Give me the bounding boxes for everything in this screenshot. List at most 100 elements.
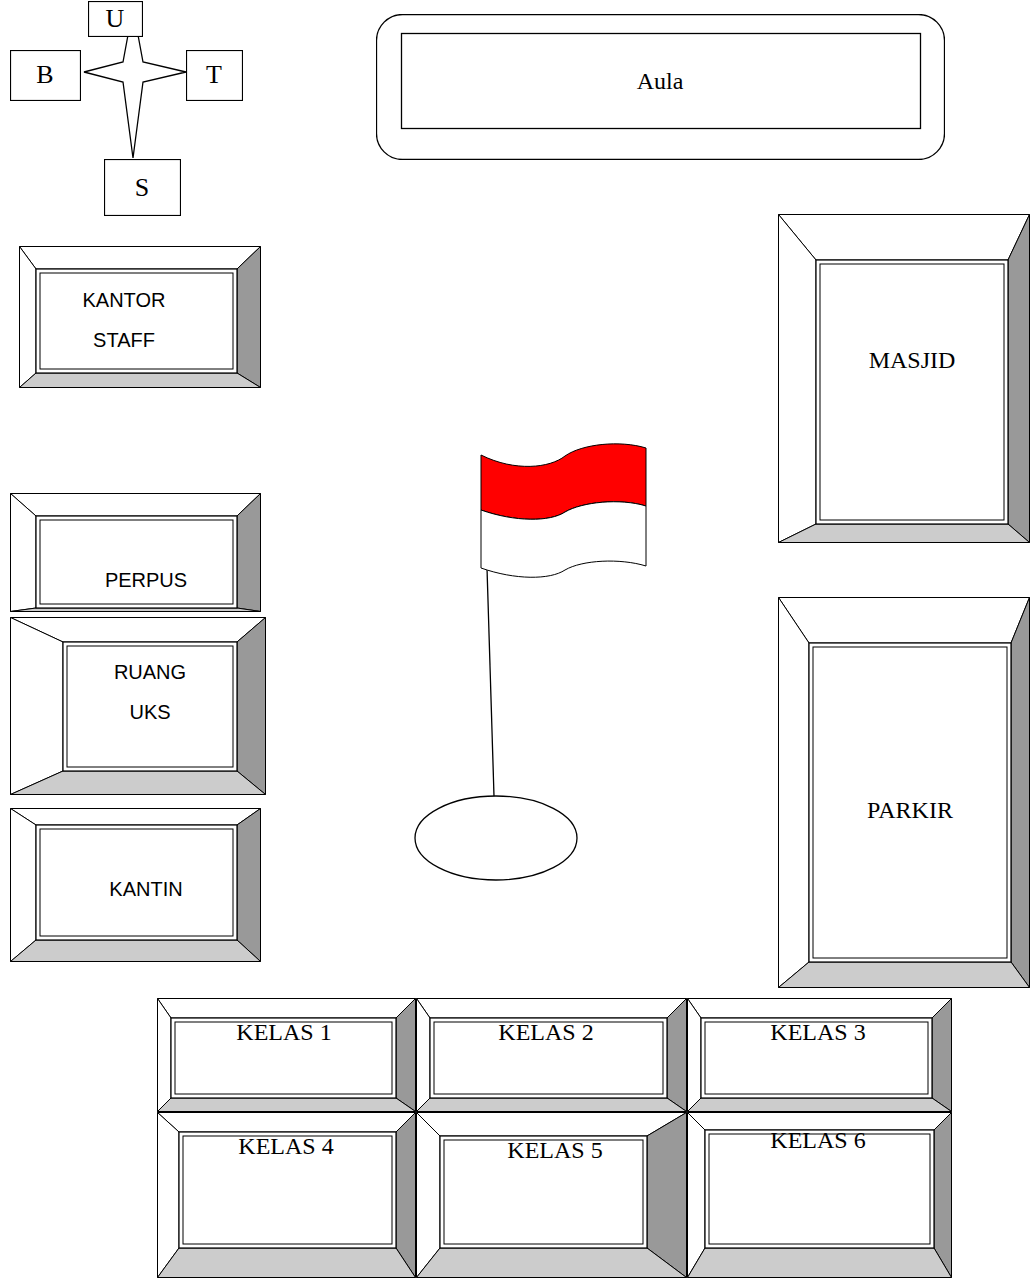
bevel-bottom [779,524,1030,543]
bevel-bottom [11,771,266,795]
node-outline [19,246,261,388]
inner-frame [67,646,233,767]
inner-frame [40,273,233,369]
bevel-top [688,999,952,1019]
bevel-bottom [417,1098,687,1112]
bevel-bottom [779,962,1030,988]
rounded-border [377,15,945,160]
bevel-face [36,269,237,373]
bevel-left [158,999,172,1112]
compass-south: S [104,159,181,216]
bevel-top [11,494,261,517]
flag-base [415,796,577,880]
parking-area: PARKIR [778,597,1030,988]
bevel-face [816,260,1008,524]
node-outline [687,998,952,1112]
place-label: KELAS 2 [431,1018,661,1047]
bevel-right [932,999,952,1112]
node-outline [778,597,1030,988]
bevel-bottom [688,1248,952,1278]
place-label: RUANG UKS [95,652,205,732]
node-outline [157,998,416,1112]
health-room: RUANG UKS [10,617,266,795]
bevel-left [11,809,37,962]
box-border [187,51,243,101]
place-label: KELAS 1 [177,1018,392,1047]
hall-building: Aula [376,14,945,160]
bevel-right [1008,215,1030,543]
bevel-face [809,643,1011,962]
bevel-right [237,618,266,795]
bevel-top [779,598,1030,644]
bevel-top [158,1113,416,1133]
bevel-right [237,494,261,612]
bevel-face [171,1018,396,1098]
bevel-bottom [688,1098,952,1112]
bevel-right [237,809,261,962]
place-label: MASJID [827,346,997,375]
classroom: KELAS 2 [416,998,687,1112]
place-label: KANTIN [56,869,236,909]
bevel-top [20,247,261,270]
bevel-top [417,999,687,1019]
bevel-right [396,999,416,1112]
bevel-bottom [11,940,261,962]
compass-west: B [10,50,81,101]
box-border [105,160,181,216]
bevel-bottom [158,1098,416,1112]
bevel-right [1011,598,1030,988]
classroom: KELAS 1 [157,998,416,1112]
bevel-face [36,825,237,940]
classroom: KELAS 5 [416,1112,687,1278]
bevel-bottom [417,1248,687,1278]
flag-pole [487,568,494,796]
bevel-left [779,215,817,543]
bevel-top [779,215,1030,261]
bevel-left [11,494,37,612]
bevel-top [11,809,261,826]
inner-frame [40,520,233,604]
place-label: PARKIR [825,796,995,825]
place-label: KELAS 6 [708,1126,928,1155]
bevel-top [158,999,416,1019]
place-label: Aula [420,67,900,96]
classroom: KELAS 3 [687,998,952,1112]
node-outline [778,214,1030,543]
bevel-face [430,1018,667,1098]
flag-white [481,502,646,578]
staff-office: KANTOR STAFF [19,246,261,388]
bevel-bottom [20,373,261,388]
inner-border [402,34,921,129]
bevel-right [667,999,687,1112]
inner-frame [820,264,1004,520]
place-label: KELAS 4 [184,1132,389,1161]
library-room: PERPUS [10,493,261,612]
place-label: S [107,172,177,203]
box-border [89,2,143,37]
place-label: KANTOR STAFF [69,280,179,360]
bevel-left [11,618,64,795]
place-label: PERPUS [56,560,236,600]
compass-north: U [88,1,143,37]
inner-frame [813,647,1007,958]
classroom: KELAS 6 [687,1112,952,1278]
classroom: KELAS 4 [157,1112,416,1278]
bevel-left [417,999,431,1112]
place-label: U [90,3,140,34]
box-border [11,51,81,101]
mosque-building: MASJID [778,214,1030,543]
place-label: T [188,59,240,90]
bevel-left [688,999,702,1112]
bevel-face [179,1132,396,1248]
bevel-top [417,1113,687,1137]
node-outline [10,493,261,612]
bevel-bottom [158,1248,416,1278]
canteen-room: KANTIN [10,808,261,962]
compass-east: T [186,50,243,101]
place-label: KELAS 3 [706,1018,931,1047]
bevel-left [20,247,37,388]
node-outline [416,998,687,1112]
bevel-right [237,247,261,388]
place-label: KELAS 5 [455,1136,655,1165]
